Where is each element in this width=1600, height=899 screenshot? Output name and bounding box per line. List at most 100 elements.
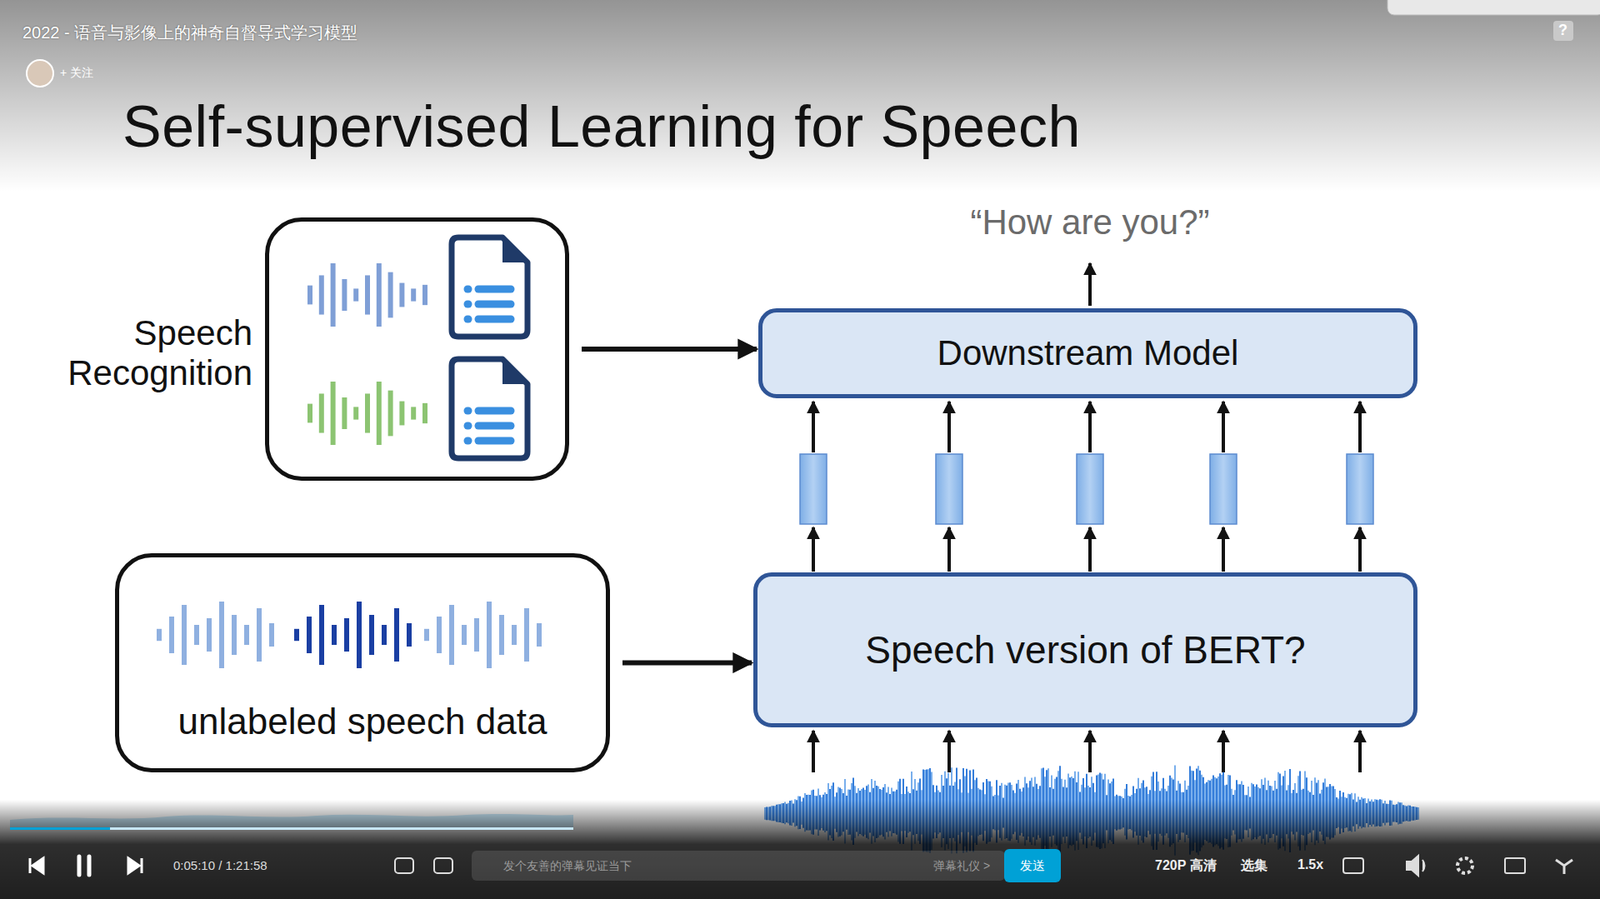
wave-bar bbox=[256, 608, 262, 662]
wave-bar bbox=[306, 616, 312, 654]
wave-bar bbox=[376, 263, 382, 327]
wave-bar bbox=[410, 406, 416, 420]
up-arrow bbox=[811, 730, 815, 773]
wave-bar bbox=[269, 623, 275, 647]
volume-icon bbox=[1406, 855, 1425, 876]
wave-bar bbox=[353, 406, 359, 420]
wave-bar bbox=[194, 625, 200, 645]
wave-bar bbox=[206, 618, 212, 652]
episodes-label: 选集 bbox=[1240, 857, 1268, 875]
wave-bar bbox=[406, 623, 412, 647]
up-arrow bbox=[1088, 730, 1092, 773]
wave-bar bbox=[307, 285, 313, 305]
wave-bar bbox=[341, 279, 347, 311]
help-icon-label: ? bbox=[1558, 21, 1568, 40]
model-box: Speech version of BERT? bbox=[753, 572, 1418, 728]
player-shade bbox=[0, 800, 1600, 899]
wave-bar bbox=[381, 625, 387, 645]
up-arrow bbox=[1358, 730, 1362, 773]
wave-bar bbox=[524, 608, 530, 662]
wave-bar bbox=[356, 601, 362, 669]
up-arrow bbox=[1221, 401, 1225, 453]
wave-bar bbox=[341, 397, 347, 430]
up-arrow bbox=[1221, 730, 1225, 773]
send-label: 发送 bbox=[1020, 858, 1045, 875]
document-icon bbox=[451, 237, 528, 337]
wave-bar bbox=[388, 390, 394, 437]
wave-bar bbox=[319, 275, 325, 315]
wave-bar bbox=[365, 275, 370, 315]
up-arrow bbox=[947, 527, 951, 572]
document-icon bbox=[451, 359, 528, 459]
wave-bar bbox=[422, 285, 428, 305]
output-arrow bbox=[1088, 263, 1092, 306]
wave-bar bbox=[536, 623, 542, 647]
up-arrow bbox=[811, 401, 815, 453]
wave-bar bbox=[486, 601, 492, 669]
wave-bar bbox=[511, 625, 517, 645]
up-arrow bbox=[1358, 401, 1362, 453]
output-text: “How are you?” bbox=[970, 202, 1210, 243]
toolbar-corner bbox=[1387, 0, 1600, 15]
pause-icon bbox=[79, 856, 90, 875]
wave-bar bbox=[410, 288, 416, 301]
box-label: unlabeled speech data bbox=[119, 700, 606, 743]
wave-bar bbox=[330, 381, 336, 445]
side-label: Speech Recognition bbox=[52, 313, 253, 395]
wave-bar bbox=[394, 608, 400, 662]
wave-bar bbox=[244, 625, 250, 645]
feature-vector bbox=[1076, 454, 1104, 525]
wave-bar bbox=[319, 605, 325, 665]
wave-bar bbox=[499, 615, 505, 655]
wave-bar bbox=[156, 629, 162, 641]
model-box: Downstream Model bbox=[758, 308, 1418, 399]
data-box: unlabeled speech data bbox=[115, 553, 610, 773]
subtitle-icon bbox=[1343, 858, 1364, 874]
fullscreen-icon bbox=[1555, 860, 1573, 875]
wave-bar bbox=[353, 288, 359, 301]
feature-vector bbox=[1346, 454, 1374, 525]
wave-bar bbox=[331, 625, 337, 645]
feature-vector bbox=[935, 454, 963, 525]
wave-bar bbox=[344, 618, 350, 652]
up-arrow bbox=[1088, 527, 1092, 572]
send-button bbox=[1004, 849, 1061, 883]
box-label: Speech version of BERT? bbox=[865, 627, 1305, 673]
up-arrow bbox=[947, 730, 951, 773]
wave-bar bbox=[294, 629, 300, 641]
box-label: Downstream Model bbox=[937, 333, 1240, 374]
wave-bar bbox=[449, 605, 455, 665]
wave-bar bbox=[474, 618, 480, 652]
time-display: 0:05:10 / 1:21:58 bbox=[173, 858, 268, 873]
wave-bar bbox=[436, 616, 442, 654]
danmaku-placeholder: 发个友善的弹幕见证当下 bbox=[503, 859, 632, 875]
up-arrow bbox=[1088, 401, 1092, 453]
feature-vector bbox=[1210, 454, 1237, 525]
up-arrow bbox=[811, 527, 815, 572]
next-icon bbox=[128, 858, 142, 874]
wave-bar bbox=[169, 616, 175, 654]
progress-track bbox=[10, 827, 574, 830]
flow-arrow bbox=[581, 346, 757, 352]
video-title: 2022 - 语音与影像上的神奇自督导式学习模型 bbox=[22, 21, 358, 45]
wave-bar bbox=[307, 404, 313, 424]
data-box: Speech Recognition bbox=[265, 217, 570, 481]
up-arrow bbox=[947, 401, 951, 453]
progress-played bbox=[10, 827, 110, 830]
speed-label: 1.5x bbox=[1297, 857, 1324, 873]
up-arrow bbox=[1221, 527, 1225, 572]
wave-bar bbox=[376, 381, 382, 445]
wave-bar bbox=[181, 605, 187, 665]
wave-bar bbox=[388, 272, 394, 319]
wave-bar bbox=[231, 615, 237, 655]
pip-icon bbox=[1505, 858, 1525, 874]
wave-bar bbox=[424, 629, 430, 641]
wave-bar bbox=[219, 601, 225, 669]
wave-bar bbox=[422, 403, 428, 424]
quality-label: 720P 高清 bbox=[1155, 857, 1217, 875]
feature-vector bbox=[800, 454, 827, 525]
danmaku-icon bbox=[395, 858, 414, 874]
slide-title: Self-supervised Learning for Speech bbox=[122, 93, 1081, 160]
follow-button: + 关注 bbox=[60, 65, 94, 81]
